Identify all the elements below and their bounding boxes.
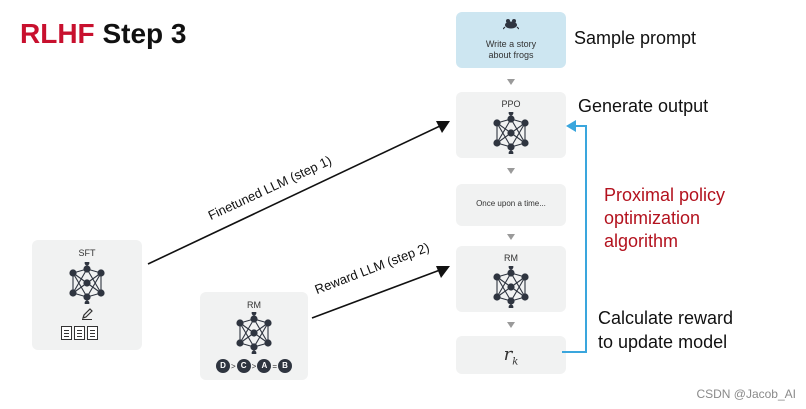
pencil-icon — [82, 308, 93, 320]
frog-icon — [503, 19, 519, 30]
rm-training-box: RM D>C>A=B — [200, 292, 308, 380]
prompt-text-line1: Write a story — [485, 39, 537, 49]
output-text: Once upon a time... — [476, 199, 546, 208]
chevron-down-icon — [507, 234, 515, 240]
prompt-box: Write a story about frogs — [456, 12, 566, 68]
chevron-down-icon — [507, 168, 515, 174]
finetuned-arrow — [147, 125, 441, 265]
chevron-down-icon — [507, 79, 515, 85]
title-prefix: RLHF — [20, 18, 95, 49]
watermark: CSDN @Jacob_AI — [696, 387, 796, 401]
page-title: RLHF Step 3 — [20, 18, 186, 50]
ppo-algorithm-label: Proximal policy optimization algorithm — [604, 185, 726, 251]
ranking-comparison: D>C>A=B — [200, 359, 308, 373]
rm-training-label: RM — [247, 300, 261, 310]
reward-box: rk — [456, 336, 566, 374]
feedback-arrow — [562, 120, 587, 353]
rm-label: RM — [504, 253, 518, 263]
documents-icon — [60, 326, 99, 345]
ppo-label: PPO — [501, 99, 521, 109]
prompt-text-line2: about frogs — [488, 50, 534, 60]
title-rest: Step 3 — [102, 18, 187, 49]
output-box: Once upon a time... — [456, 184, 566, 226]
chevron-down-icon — [507, 322, 515, 328]
calculate-reward-label-line1: Calculate reward — [598, 308, 734, 328]
sft-label: SFT — [78, 248, 96, 258]
sample-prompt-label: Sample prompt — [574, 28, 697, 48]
calculate-reward-label-line2: to update model — [598, 332, 728, 352]
reward-arrow — [311, 269, 441, 319]
rm-box: RM — [456, 246, 566, 312]
generate-output-label: Generate output — [578, 96, 709, 116]
sft-box: SFT — [32, 240, 142, 350]
ppo-box: PPO — [456, 92, 566, 158]
reward-symbol: rk — [503, 344, 519, 368]
